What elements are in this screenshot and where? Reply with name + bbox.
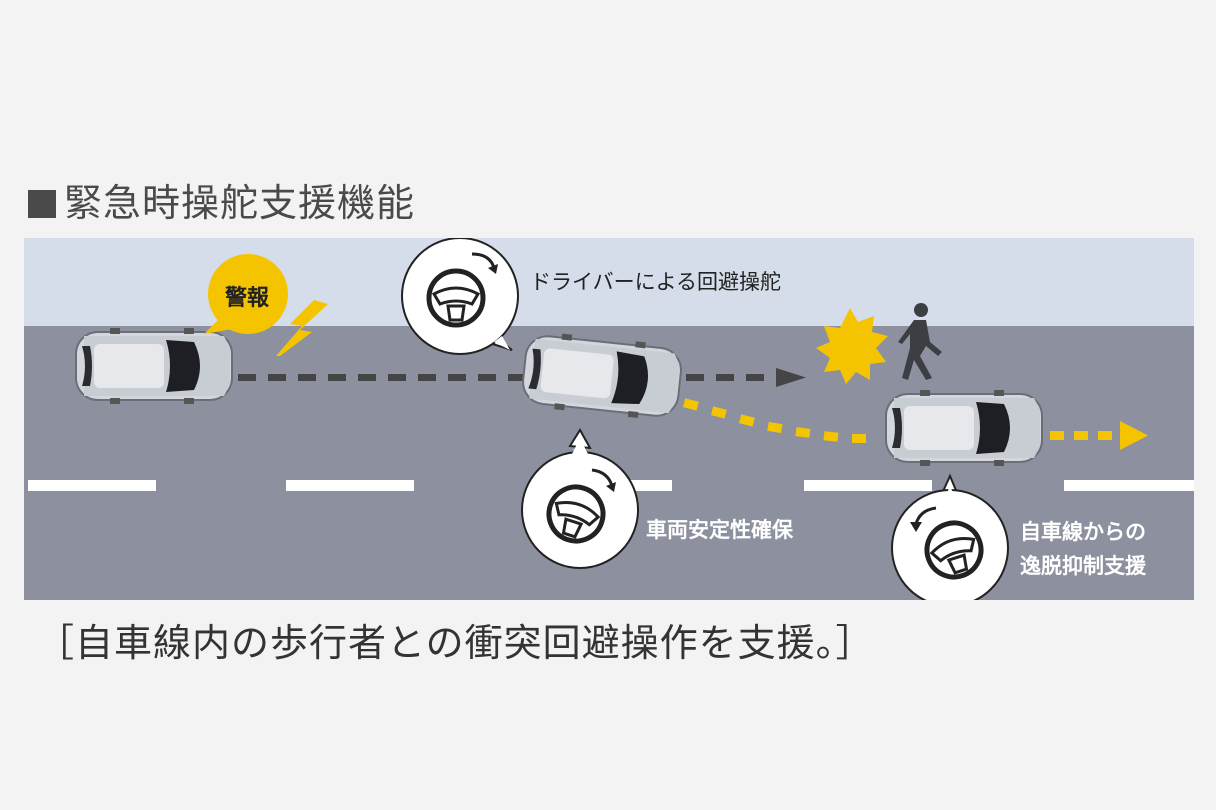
heading-title: 緊急時操舵支援機能 bbox=[64, 181, 416, 225]
impact-burst-icon bbox=[816, 308, 888, 384]
lane-keep-label-line2: 逸脱抑制支援 bbox=[1020, 554, 1146, 578]
stability-label: 車両安定性確保 bbox=[646, 518, 793, 542]
pedestrian-icon bbox=[898, 303, 942, 380]
car-initial bbox=[75, 327, 233, 405]
car-assisted bbox=[885, 389, 1043, 467]
lightning-icon bbox=[276, 300, 328, 356]
driver-steer-label: ドライバーによる回避操舵 bbox=[530, 270, 781, 294]
warning-bubble bbox=[204, 254, 288, 334]
steering-assist-scene bbox=[24, 238, 1194, 600]
diagram-caption: ［自車線内の歩行者との衝突回避操作を支援。］ bbox=[36, 621, 875, 665]
assisted-path-dashed-line bbox=[682, 398, 1148, 450]
stability-bubble bbox=[521, 428, 639, 569]
driver-path-dashed-line bbox=[238, 368, 806, 387]
heading-square-marker bbox=[28, 190, 56, 218]
lane-keep-label-line1: 自車線からの bbox=[1020, 520, 1146, 544]
driver-steer-bubble bbox=[401, 238, 519, 355]
diagram-heading: 緊急時操舵支援機能 bbox=[28, 172, 415, 227]
warning-label: 警報 bbox=[224, 286, 269, 311]
lane-keep-bubble bbox=[891, 473, 1009, 600]
